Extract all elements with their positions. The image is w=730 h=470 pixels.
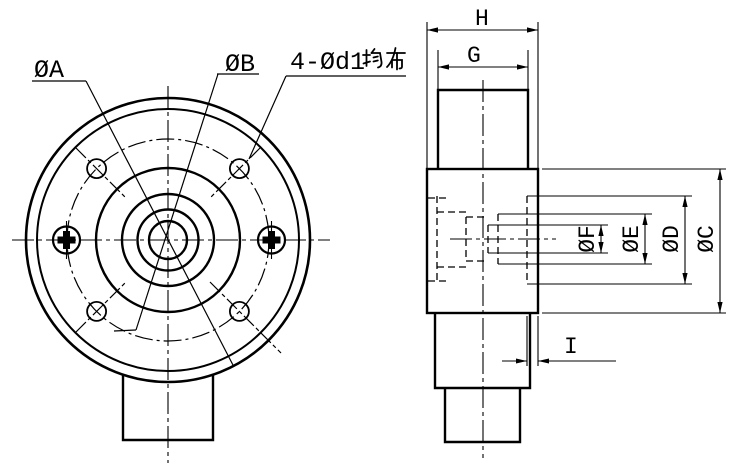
label-h: H xyxy=(475,6,489,32)
hole-centermarks xyxy=(75,147,282,354)
side-top-boss xyxy=(436,88,530,169)
dim-dia-c: ØC xyxy=(694,169,723,313)
leader-dia-b: ØB xyxy=(113,50,259,332)
label-dia-b: ØB xyxy=(225,50,255,79)
side-extension-lines xyxy=(426,22,726,366)
label-dia-a: ØA xyxy=(34,56,64,85)
leader-dia-a: ØA xyxy=(32,56,235,368)
label-dia-d: ØD xyxy=(659,225,685,253)
label-dia-e: ØE xyxy=(619,225,645,253)
mount-screws xyxy=(51,221,287,259)
front-view: ØA ØB 4-Ød1 xyxy=(12,47,406,463)
front-centerlines xyxy=(12,86,330,463)
hanzi-jun-icon xyxy=(362,48,383,69)
dim-dia-f: ØF xyxy=(575,225,604,253)
side-stem xyxy=(443,388,522,444)
leader-holes: 4-Ød1 xyxy=(248,47,406,160)
hanzi-bu-icon xyxy=(386,47,406,71)
bolt-holes xyxy=(75,147,282,354)
front-hub-circles xyxy=(94,166,242,314)
dim-g: G xyxy=(438,43,528,70)
side-lower-boss xyxy=(433,313,532,390)
label-dia-f: ØF xyxy=(575,225,601,253)
dim-dia-e: ØE xyxy=(619,214,648,264)
label-i: I xyxy=(564,334,578,360)
side-centerlines xyxy=(450,80,556,458)
front-outer-circles xyxy=(24,96,312,384)
dim-i: I xyxy=(502,334,616,364)
dim-dia-d: ØD xyxy=(659,196,688,284)
side-hidden-lines xyxy=(428,196,528,284)
dim-h: H xyxy=(427,6,538,33)
screw-left xyxy=(51,221,82,259)
label-holes-latin: 4-Ød1 xyxy=(290,48,365,77)
side-view: H G ØC ØD ØE xyxy=(425,6,726,458)
label-dia-c: ØC xyxy=(694,225,720,253)
side-outline xyxy=(425,88,540,444)
screw-right xyxy=(256,221,287,259)
front-bottom-boss xyxy=(121,374,215,442)
side-main-body xyxy=(425,167,540,315)
label-g: G xyxy=(467,43,481,69)
